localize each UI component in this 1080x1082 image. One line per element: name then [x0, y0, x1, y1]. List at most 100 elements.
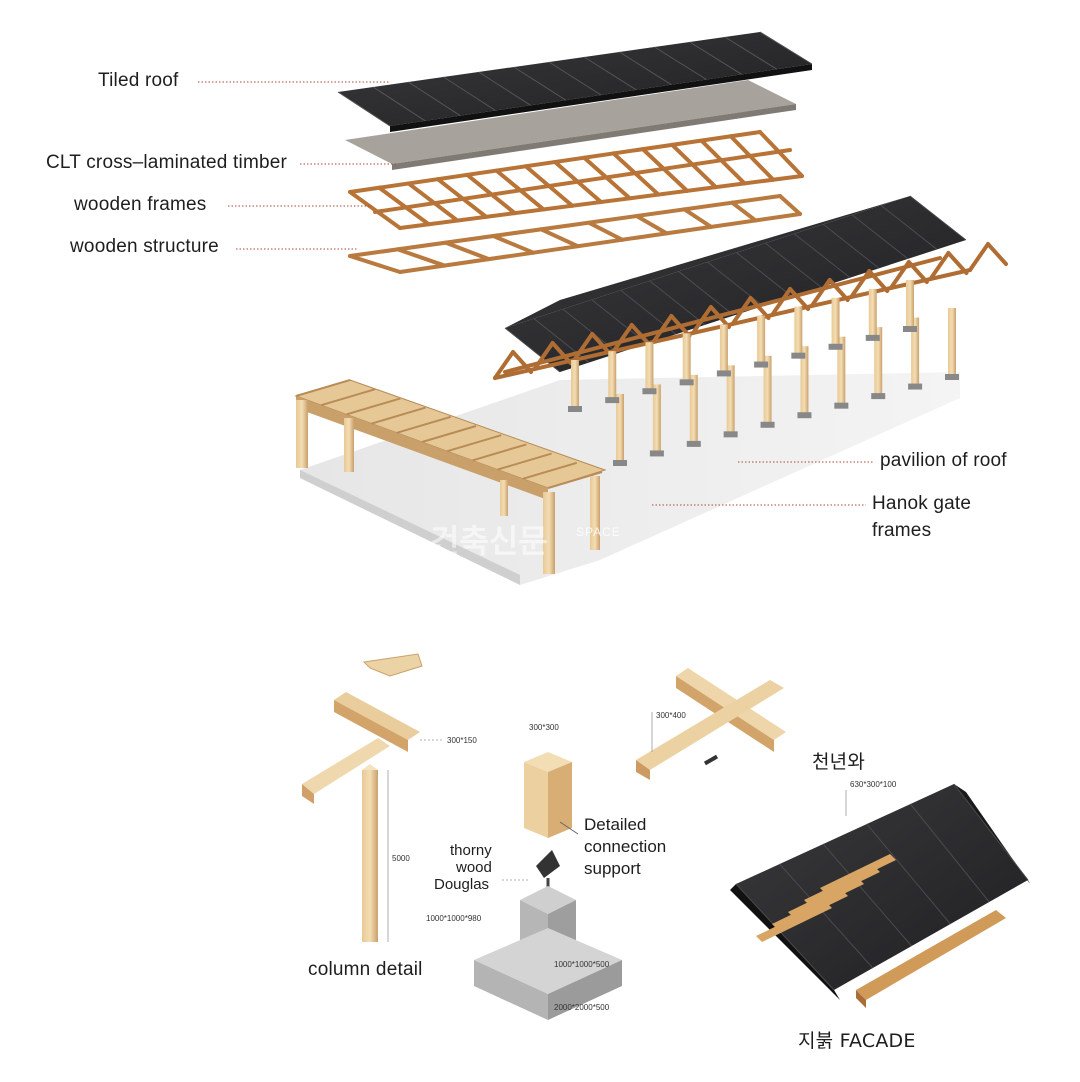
- label-hanok-gate-line1: Hanok gate: [872, 493, 972, 514]
- frame-rung: [758, 130, 804, 178]
- post-and-footing: [474, 752, 622, 1020]
- pavilion-column: [800, 346, 809, 417]
- pavilion-column: [682, 333, 691, 384]
- pavilion-column: [652, 384, 661, 455]
- label-hanok-gate-line2: frames: [872, 520, 932, 541]
- truss-member: [849, 269, 872, 299]
- column-footing: [686, 440, 701, 447]
- column-footing: [642, 388, 657, 395]
- label-clt: CLT cross–laminated timber: [46, 152, 288, 173]
- roof-tile-ridge: [620, 289, 677, 335]
- truss-member: [730, 296, 753, 326]
- column-footing: [834, 402, 849, 409]
- leader-lines: [198, 81, 874, 506]
- truss-member: [986, 242, 1008, 266]
- roof-tile-ridge: [759, 31, 813, 65]
- column-footing: [908, 383, 923, 390]
- dim-column-height: 5000: [392, 854, 410, 863]
- facade-tile-ridge: [953, 783, 1029, 881]
- label-thorny-1: thorny: [450, 842, 492, 859]
- column-footing: [865, 334, 880, 341]
- column-footing: [568, 406, 582, 412]
- column-footing: [754, 361, 769, 368]
- frame-rung: [582, 155, 632, 201]
- assembled-roof: [504, 195, 967, 373]
- truss-member: [770, 287, 793, 317]
- gate-frame-member: [497, 452, 552, 471]
- facade-tile-ridge: [866, 823, 951, 925]
- roof-tile-ridge: [678, 271, 735, 316]
- column-footing: [613, 460, 627, 466]
- label-wooden-structure: wooden structure: [70, 236, 219, 257]
- frame-rung: [377, 185, 431, 227]
- exploded-tiled-roof: [337, 31, 813, 132]
- watermark-latin: SPACE: [576, 525, 621, 539]
- gate-frame-member: [421, 425, 477, 443]
- roof-tile-ridge: [909, 195, 967, 241]
- roof-tile-ridge: [689, 41, 742, 75]
- frame-rung: [670, 142, 718, 190]
- label-column-detail: column detail: [308, 959, 423, 980]
- pavilion-column: [645, 342, 654, 393]
- column-footing: [716, 370, 731, 377]
- pavilion-column: [837, 336, 846, 407]
- truss-member: [690, 305, 713, 335]
- roof-tile-ridge: [649, 280, 706, 326]
- pavilion-column: [719, 324, 728, 375]
- structure-rung: [586, 220, 625, 242]
- exploded-wooden-frames: [348, 130, 804, 230]
- label-thorny-3: Douglas: [434, 876, 490, 893]
- pavilion-column: [911, 317, 920, 388]
- frame-rung: [640, 147, 690, 193]
- roof-tile-ridge: [478, 71, 531, 106]
- pavilion-column: [726, 365, 735, 436]
- truss-member: [809, 278, 832, 308]
- structure-rung: [443, 240, 491, 262]
- frame-rung: [435, 177, 489, 219]
- roof-tile-ridge: [548, 61, 602, 96]
- truss-member: [708, 305, 731, 329]
- column-footing: [760, 421, 775, 428]
- frame-rung: [406, 181, 460, 223]
- truss-member: [511, 350, 533, 374]
- truss-member: [928, 251, 951, 281]
- pavilion-column: [794, 306, 803, 357]
- roof-tile-ridge: [851, 214, 909, 260]
- dim-footing-2: 1000*1000*500: [554, 960, 610, 969]
- facade-tile-ridge: [779, 863, 874, 969]
- roof-tile-ridge: [372, 86, 426, 122]
- truss-member: [651, 314, 674, 344]
- column-footing: [945, 374, 959, 380]
- roof-tile-ridge: [793, 233, 851, 279]
- pavilion-columns: [568, 280, 959, 466]
- label-connection-3: support: [584, 859, 641, 878]
- structure-rung: [348, 254, 402, 274]
- pavilion-column: [874, 327, 883, 398]
- facade-rafter: [820, 854, 896, 894]
- truss-member: [888, 260, 911, 290]
- structure-rung: [778, 194, 802, 216]
- pavilion-column: [757, 315, 766, 366]
- frame-rung: [465, 172, 517, 216]
- pavilion-column: [571, 360, 579, 410]
- facade-tile-ridge: [910, 803, 990, 903]
- pavilion-column: [608, 351, 617, 402]
- frame-rung: [348, 190, 402, 230]
- frame-rung: [494, 168, 546, 212]
- facade-tile-ridge: [735, 883, 835, 991]
- column-footing: [903, 326, 917, 332]
- label-roof-tile-korean: 천년와: [812, 751, 866, 773]
- column-footing: [649, 450, 664, 457]
- roof-tile-ridge: [513, 66, 567, 101]
- pavilion-column: [763, 355, 772, 426]
- column-detail: [302, 692, 444, 942]
- structure-rung: [682, 207, 714, 229]
- roof-tile-ridge: [765, 242, 822, 288]
- truss-member: [867, 269, 890, 293]
- gate-frame-member: [547, 471, 603, 489]
- column-footing: [871, 393, 886, 400]
- facade-tile-ridge: [822, 843, 912, 947]
- truss-member: [532, 341, 555, 371]
- dim-post: 300*300: [529, 723, 559, 732]
